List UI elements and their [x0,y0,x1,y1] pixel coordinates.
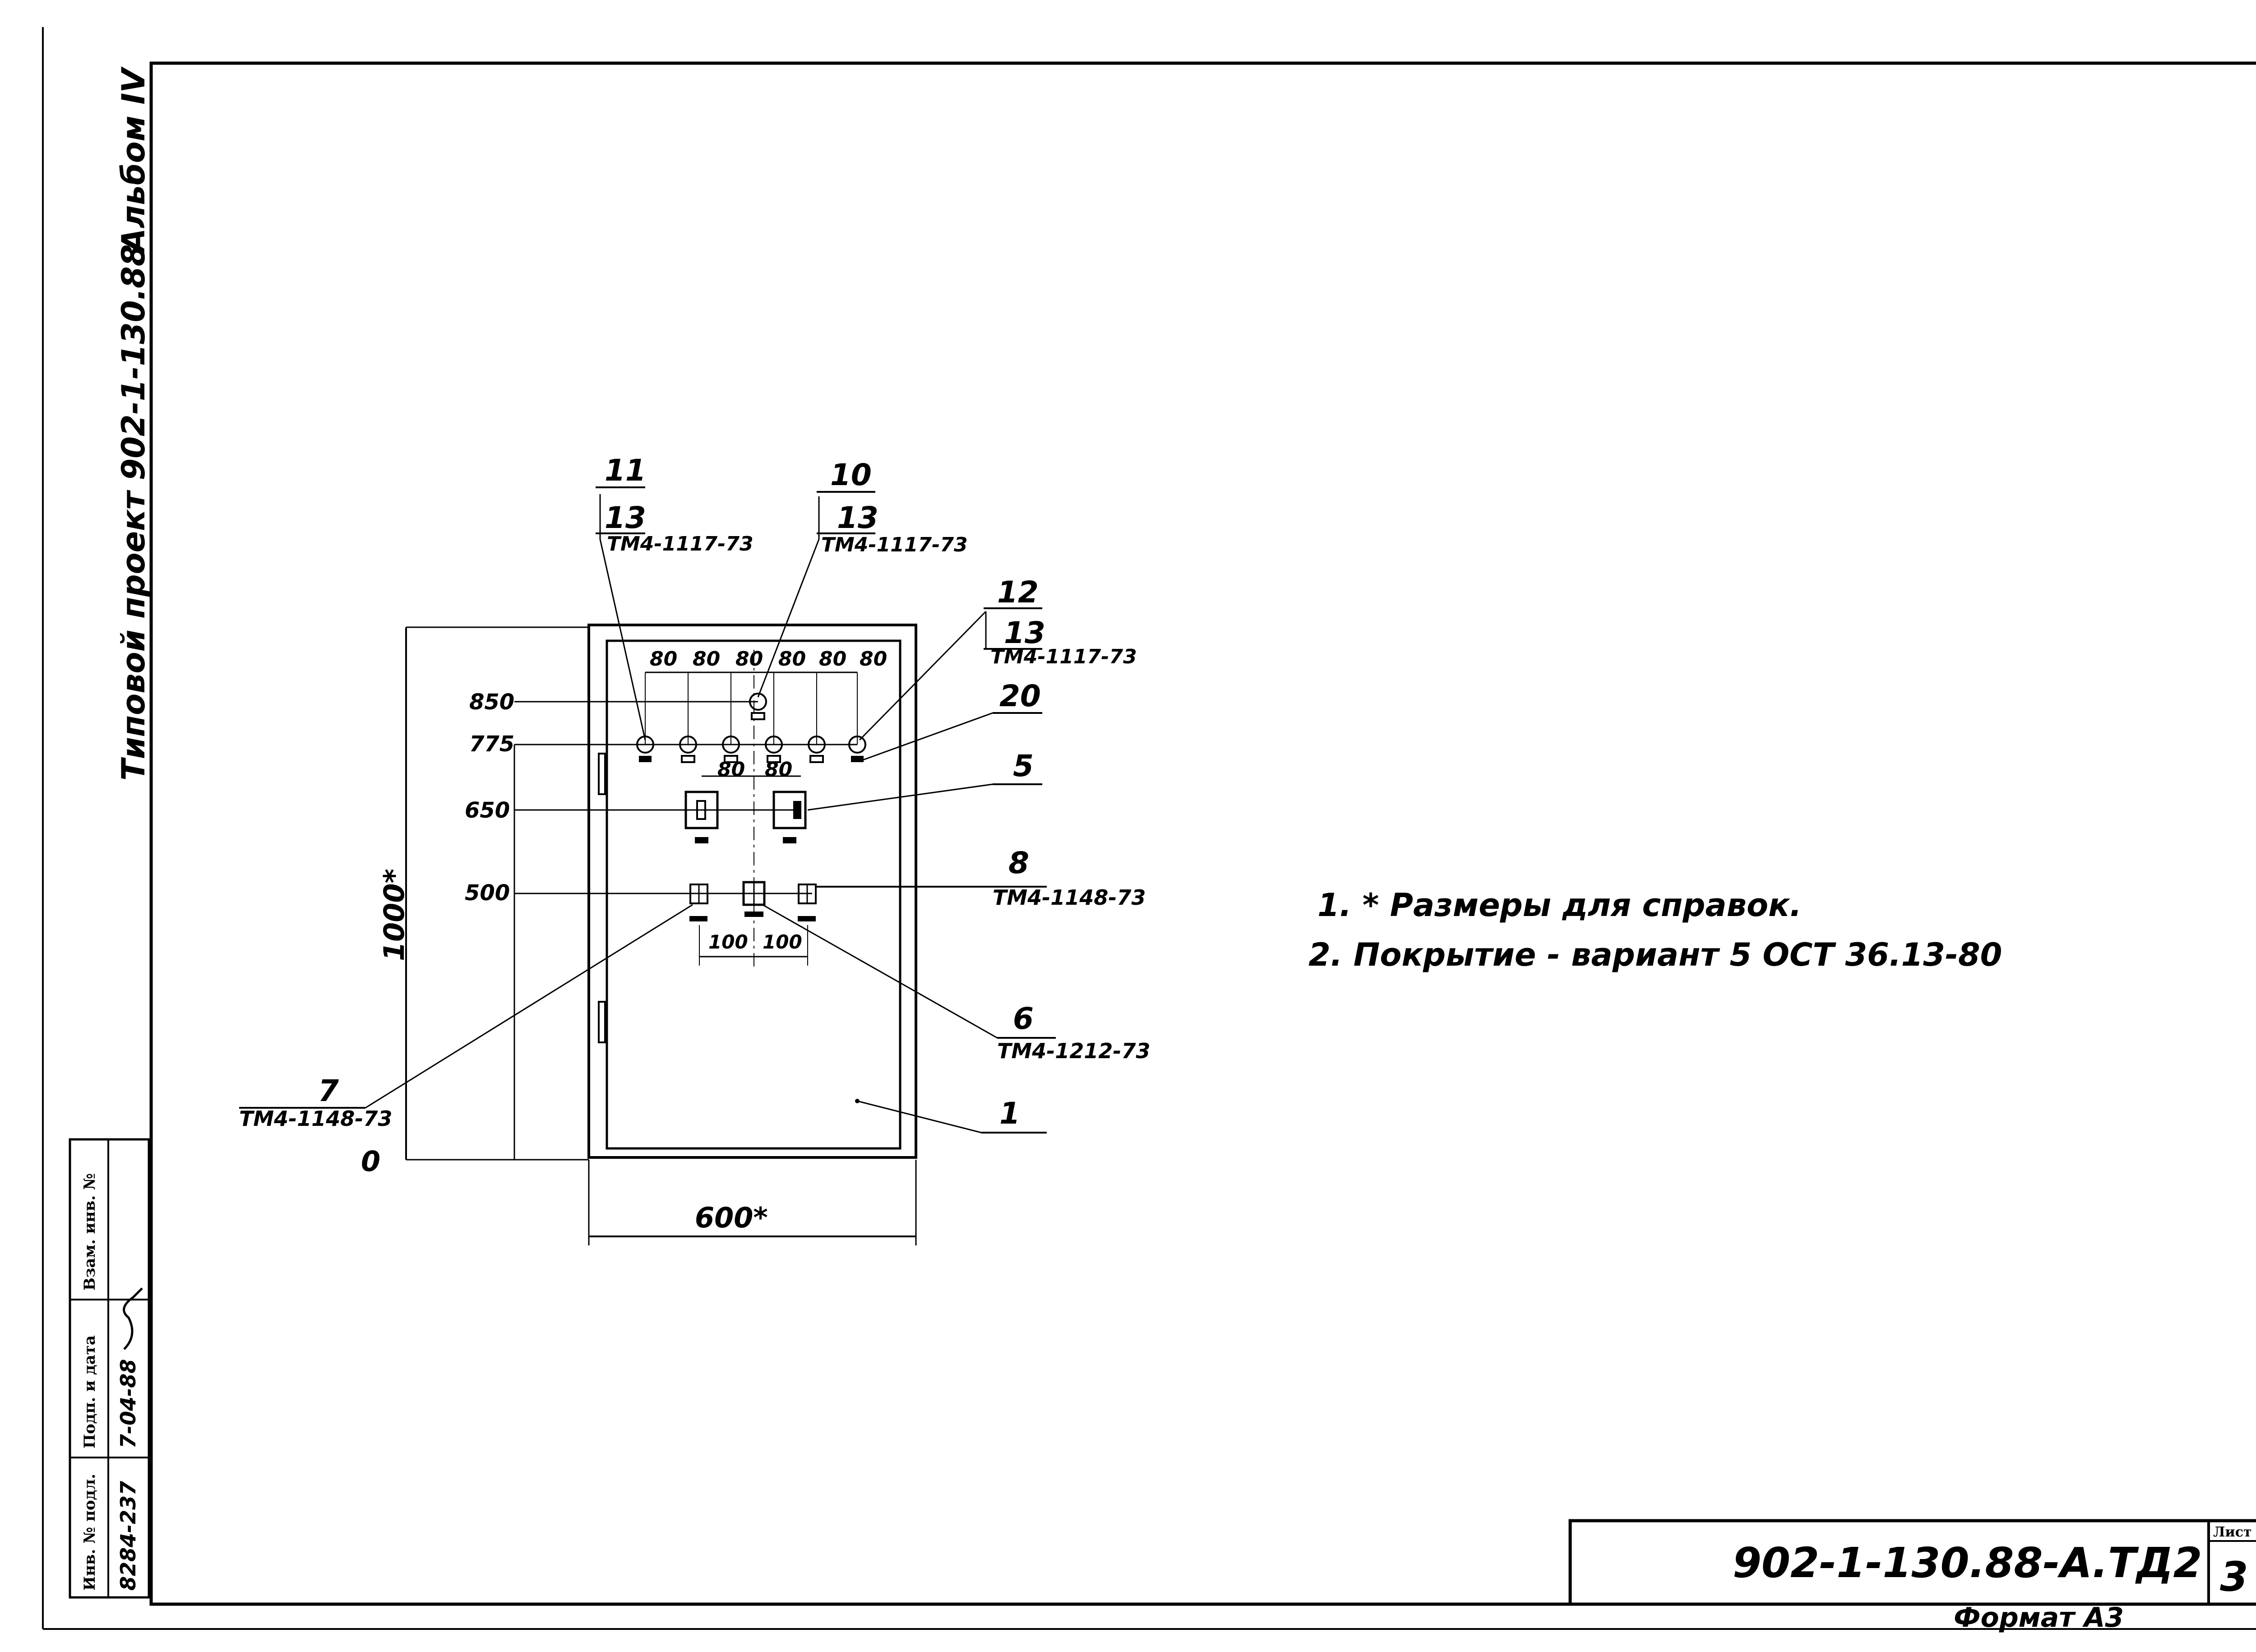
zero-label: 0 [361,1145,380,1178]
title-block: 902-1-130.88-А.ТД2 Лист 3 [1568,1519,2256,1606]
stamp-sign-date: 7-04-88 [116,1359,140,1448]
spacing-top-3: 80 [735,648,763,671]
spacing-top-5: 80 [819,648,846,671]
callout-20-pos: 20 [999,679,1041,713]
lamp-6 [848,736,866,754]
callout-11-pos: 11 [605,453,646,488]
callout-12-qty: 13 [1004,615,1045,650]
note-2: 2. Покрытие - вариант 5 ОСТ 36.13-80 [1308,936,2002,973]
level-lines: 850 775 650 500 [465,689,857,906]
side-project-label: Типовой проект 902-1-130.88 [115,244,152,781]
device-right [772,791,807,829]
level-500: 500 [465,880,510,906]
stamp-signature [123,1287,143,1350]
callout-10-pos: 10 [830,458,872,492]
callout-20: 20 [861,679,1042,761]
outer-frame [149,61,2256,1606]
callout-11-doc: ТМ4-1117-73 [607,532,754,555]
spacing-top-1: 80 [650,648,677,671]
top-spacing-dims: 80 80 80 80 80 80 [645,648,887,745]
height-label: 1000* [378,869,411,961]
spacing-mid-2: 80 [765,758,792,781]
callout-6: 6 ТМ4-1212-73 [762,904,1150,1063]
callout-6-pos: 6 [1013,1001,1034,1036]
stamp-inv-number: 8284-237 [116,1481,140,1591]
callout-1: 1 [855,1096,1047,1134]
device-left [684,791,719,829]
note-1: 1. * Размеры для справок. [1318,887,1802,924]
callout-11: 11 13 ТМ4-1117-73 [596,453,754,740]
stamp-col-inv: Инв. № подл. [81,1474,99,1591]
callout-8-doc: ТМ4-1148-73 [993,885,1146,910]
side-stamp: Инв. № подл. Подп. и дата Взам. инв. № 8… [69,1138,150,1599]
callout-8: 8 ТМ4-1148-73 [817,846,1146,910]
spacing-bottom-1: 100 [708,931,748,953]
stamp-col-sign: Подп. и дата [81,1335,99,1448]
sheet-number: 3 [2220,1553,2248,1601]
spacing-bottom-2: 100 [763,931,802,953]
callout-7-pos: 7 [318,1074,339,1108]
callout-10-doc: ТМ4-1117-73 [821,533,968,556]
callout-12-pos: 12 [997,575,1039,610]
callout-12: 12 13 ТМ4-1117-73 [859,575,1137,741]
indicator-row [636,693,866,763]
lamp-3 [722,736,740,754]
spacing-top-6: 80 [860,648,887,671]
stamp-col-replace: Взам. инв. № [81,1173,99,1291]
lamp-850 [749,693,767,711]
callout-12-doc: ТМ4-1117-73 [990,645,1137,668]
spacing-mid-1: 80 [717,758,745,781]
height-dimension: 1000* 0 [361,626,589,1178]
level-775: 775 [469,731,514,757]
doc-code: 902-1-130.88-А.ТД2 [1733,1539,2202,1587]
device-row-650: 80 80 [684,758,807,843]
callout-6-doc: ТМ4-1212-73 [997,1039,1150,1063]
spacing-top-4: 80 [778,648,806,671]
callout-10: 10 13 ТМ4-1117-73 [757,458,968,698]
lamp-2 [679,736,697,754]
callout-10-qty: 13 [837,500,878,535]
callout-11-qty: 13 [605,500,646,535]
callout-5-pos: 5 [1013,749,1034,783]
callout-7-doc: ТМ4-1148-73 [239,1106,392,1131]
switch-row-500: 100 100 [689,650,817,970]
lamp-5 [808,736,826,754]
level-850: 850 [469,689,514,715]
side-album-label: Альбом IV [115,66,152,255]
width-label: 600* [695,1201,768,1234]
sheet-label: Лист [2213,1524,2252,1540]
callout-7: 7 ТМ4-1148-73 [239,904,693,1131]
spacing-top-2: 80 [693,648,720,671]
level-650: 650 [465,798,510,823]
width-dimension: 600* [588,1160,917,1245]
callout-5: 5 [807,749,1042,811]
lamp-1 [636,736,654,754]
cabinet [587,624,917,1159]
callout-1-pos: 1 [999,1096,1020,1131]
callout-8-pos: 8 [1008,846,1029,880]
format-label: Формат А3 [1954,1602,2124,1633]
lamp-4 [765,736,783,754]
